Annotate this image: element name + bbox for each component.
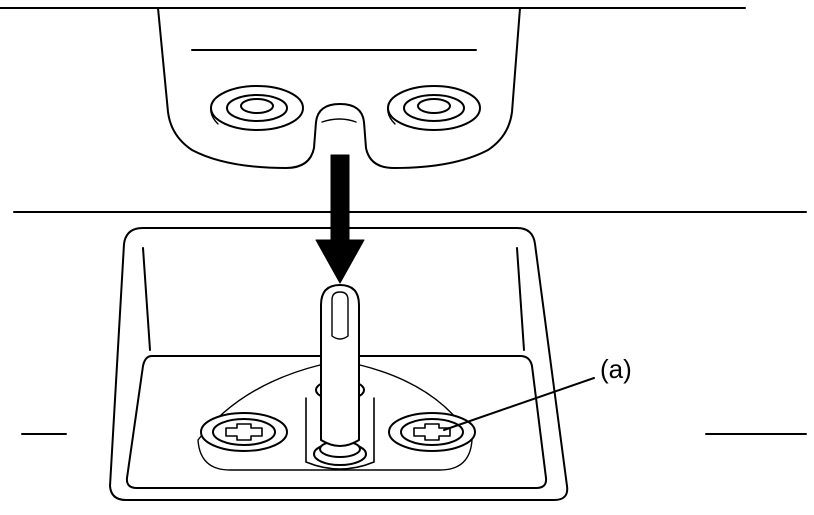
upper-component	[0, 8, 745, 168]
locating-pin	[314, 285, 366, 465]
recessed-mount	[14, 212, 806, 500]
mount-outer-rim	[110, 228, 567, 500]
callout-leader-line	[444, 378, 594, 430]
recess-floor	[127, 356, 546, 488]
callout-label-a: (a)	[600, 354, 632, 384]
upper-left-seat	[211, 86, 303, 130]
upper-right-seat	[388, 86, 480, 130]
cross-icon	[226, 424, 262, 440]
phillips-screw-left	[201, 413, 287, 451]
inner-wall-left	[143, 248, 150, 350]
inner-wall-right	[517, 248, 524, 350]
slot-inner	[322, 119, 356, 122]
phillips-screw-right	[389, 413, 475, 451]
pin-pad	[198, 365, 472, 470]
pin-boss	[306, 398, 374, 469]
pin-highlight	[332, 292, 348, 339]
upper-body-outline	[158, 8, 520, 168]
down-arrow	[316, 155, 364, 283]
cross-icon	[414, 424, 450, 440]
arrow-shape	[316, 155, 364, 283]
pin-shaft	[321, 285, 359, 446]
